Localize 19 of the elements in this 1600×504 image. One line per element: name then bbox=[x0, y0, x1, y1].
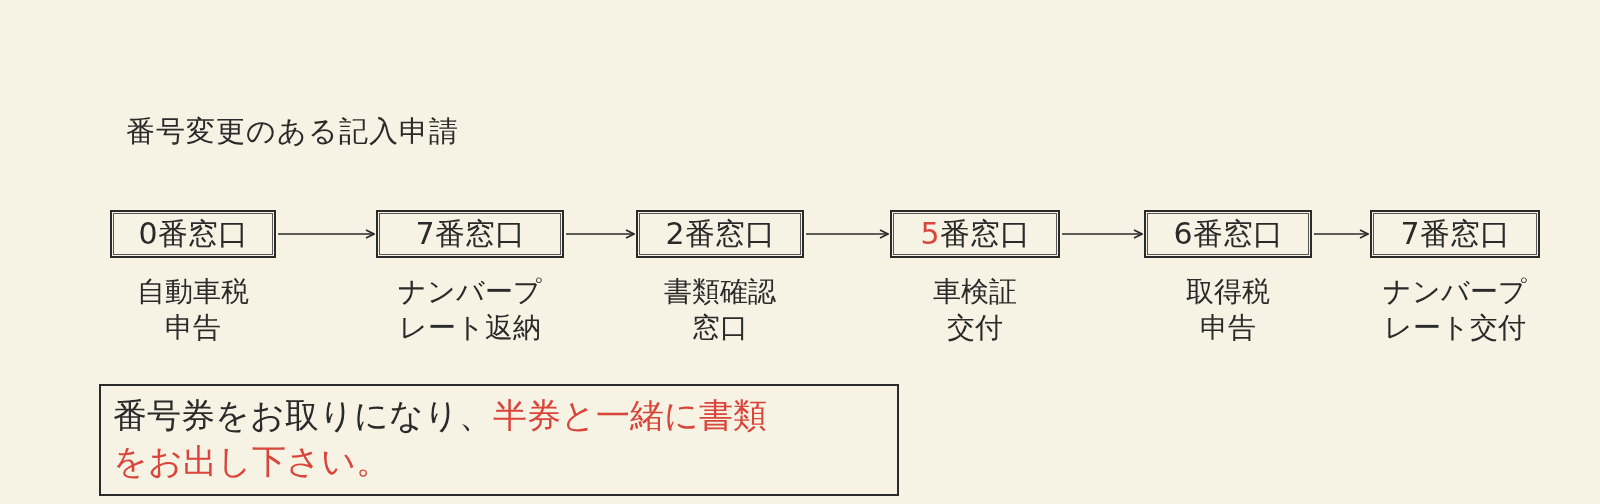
arrow bbox=[565, 229, 635, 239]
counter-caption: ナンバープレート交付 bbox=[1382, 274, 1528, 346]
counter-caption: 自動車税申告 bbox=[136, 274, 250, 346]
counter-box: 5番窓口 bbox=[890, 210, 1060, 258]
arrow bbox=[805, 229, 889, 239]
arrow bbox=[277, 229, 375, 239]
counter-caption: 書類確認窓口 bbox=[663, 274, 777, 346]
counter-box: 2番窓口 bbox=[636, 210, 804, 258]
counter-box: 6番窓口 bbox=[1144, 210, 1312, 258]
counter-caption: 車検証交付 bbox=[932, 274, 1018, 346]
counter-caption: ナンバープレート返納 bbox=[397, 274, 543, 346]
arrow bbox=[1061, 229, 1143, 239]
counter-box: 7番窓口 bbox=[376, 210, 564, 258]
arrow bbox=[1313, 229, 1369, 239]
counter-box: 7番窓口 bbox=[1370, 210, 1540, 258]
note-box: 番号券をお取りになり、半券と一緒に書類をお出し下さい。 bbox=[99, 384, 899, 496]
counter-box: 0番窓口 bbox=[110, 210, 276, 258]
heading: 番号変更のある記入申請 bbox=[126, 113, 459, 150]
counter-caption: 取得税申告 bbox=[1185, 274, 1271, 346]
